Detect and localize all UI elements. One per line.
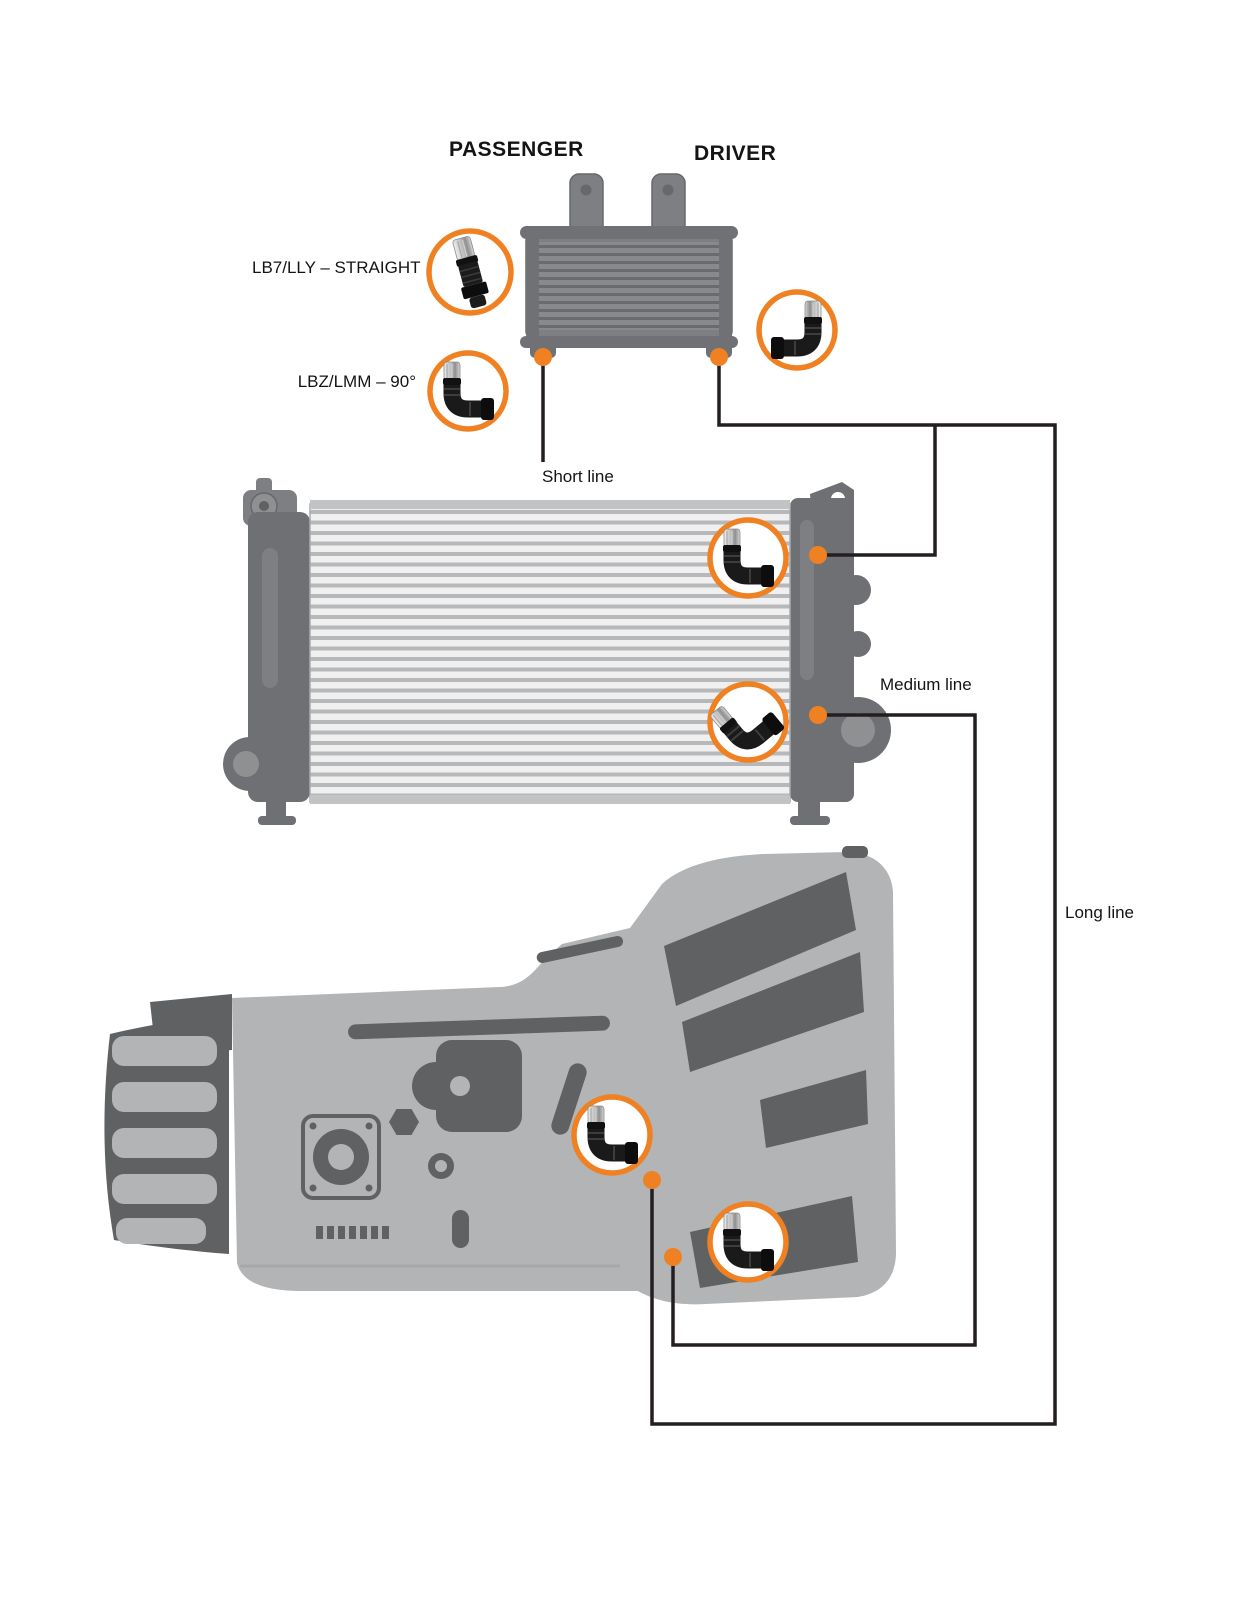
medium-line-path (671, 713, 977, 1347)
port-connection-dot (809, 706, 827, 724)
port-connection-dot (809, 546, 827, 564)
callout-radiator-upper-fitting (707, 517, 789, 599)
driver-side-label: DRIVER (694, 142, 777, 165)
callout-driver-fitting (756, 289, 838, 371)
short-line-label: Short line (542, 467, 614, 486)
long-line-label: Long line (1065, 903, 1135, 922)
transmission-cooler-illustration (520, 173, 738, 358)
port-connection-dot (710, 348, 728, 366)
transmission-illustration (104, 846, 896, 1305)
long-line-path (650, 357, 1057, 1426)
passenger-side-label: PASSENGER (449, 138, 584, 161)
port-connection-dot (534, 348, 552, 366)
medium-line-label: Medium line (880, 675, 972, 694)
callout-lb7-straight-fitting (426, 228, 514, 316)
callout-transmission-lower-fitting (707, 1201, 789, 1283)
lbz-lmm-90-fitting-label: LBZ/LMM – 90° (297, 372, 416, 391)
port-connection-dot (664, 1248, 682, 1266)
lb7-lly-straight-fitting-label: LB7/LLY – STRAIGHT (252, 258, 421, 277)
port-connection-dot (643, 1171, 661, 1189)
radiator-illustration (223, 478, 891, 825)
callout-transmission-upper-fitting (571, 1094, 653, 1176)
short-line-path (818, 425, 937, 557)
callout-lbz-90-fitting (427, 350, 509, 432)
callout-radiator-lower-fitting (709, 684, 786, 761)
